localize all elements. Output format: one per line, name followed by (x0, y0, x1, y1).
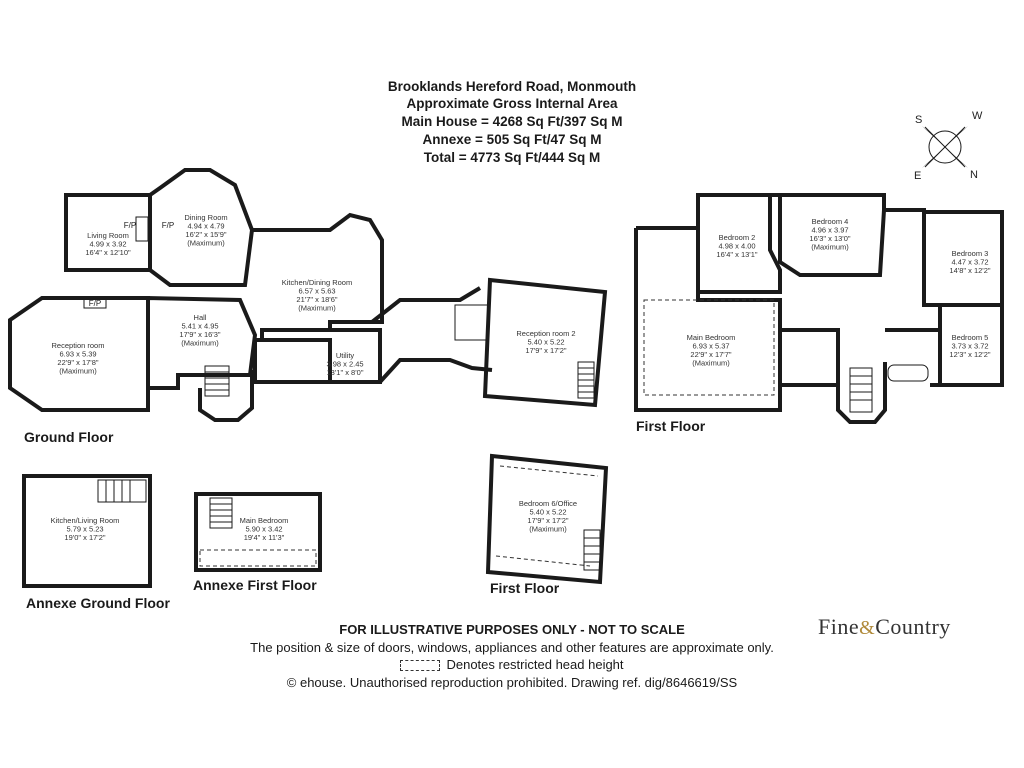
room-label-utility-0: Utility (336, 351, 355, 360)
fireplace-label-living: F/P (124, 221, 136, 230)
area-main-house: Main House = 4268 Sq Ft/397 Sq M (401, 114, 623, 129)
logo-text-left: Fine (818, 614, 860, 639)
compass-rose: S W E N (914, 110, 983, 182)
annexe-ground-floor-plan (22, 474, 152, 588)
room-label-living-2: 16'4" x 12'10" (85, 248, 131, 257)
first-floor-small-plan (485, 453, 609, 585)
fine-and-country-logo: Fine&Country (818, 614, 1008, 648)
room-label-bedroom4-0: Bedroom 4 (812, 217, 849, 226)
room-label-kitchen-0: Kitchen/Dining Room (282, 278, 352, 287)
room-label-annexe-bed-2: 19'4" x 11'3" (244, 533, 285, 542)
label-annexe-first-floor: Annexe First Floor (193, 577, 317, 593)
room-label-reception2-2: 17'9" x 17'2" (525, 346, 566, 355)
area-total: Total = 4773 Sq Ft/444 Sq M (423, 150, 601, 165)
room-label-main-bed-2: 22'9" x 17'7" (690, 350, 731, 359)
fireplace-label-reception: F/P (89, 299, 101, 308)
room-label-bedroom2-2: 16'4" x 13'1" (716, 250, 757, 259)
dashed-legend-swatch (400, 660, 441, 672)
room-label-bedroom5-0: Bedroom 5 (952, 333, 989, 342)
room-label-living-0: Living Room (87, 231, 129, 240)
disclaimer-text: The position & size of doors, windows, a… (250, 640, 774, 655)
room-label-annexe-kitchen-2: 19'0" x 17'2" (64, 533, 105, 542)
label-annexe-ground-floor: Annexe Ground Floor (26, 595, 170, 611)
room-label-utility-1: 3.98 x 2.45 (326, 360, 363, 369)
plan-subtitle: Approximate Gross Internal Area (406, 96, 618, 111)
room-label-reception1-3: (Maximum) (59, 367, 97, 376)
room-label-bedroom3-0: Bedroom 3 (952, 249, 989, 258)
fireplace-label-dining: F/P (162, 221, 174, 230)
first-floor-plan (634, 193, 1004, 424)
room-label-bedroom6-3: (Maximum) (529, 525, 567, 534)
plan-title: Brooklands Hereford Road, Monmouth (387, 79, 637, 94)
logo-ampersand: & (859, 617, 876, 639)
room-label-reception1-0: Reception room (52, 341, 105, 350)
room-label-main-bed-3: (Maximum) (692, 359, 730, 368)
room-label-bedroom3-2: 14'8" x 12'2" (949, 266, 990, 275)
room-label-dining-3: (Maximum) (187, 239, 225, 248)
room-label-reception1-2: 22'9" x 17'8" (57, 358, 98, 367)
room-label-dining-0: Dining Room (184, 213, 227, 222)
room-label-annexe-bed-0: Main Bedroom (240, 516, 289, 525)
copyright-text: © ehouse. Unauthorised reproduction proh… (286, 675, 738, 690)
area-annexe: Annexe = 505 Sq Ft/47 Sq M (422, 132, 602, 147)
room-label-bedroom6-0: Bedroom 6/Office (519, 499, 577, 508)
room-label-bedroom6-1: 5.40 x 5.22 (529, 508, 566, 517)
label-first-floor-small: First Floor (490, 580, 560, 596)
room-label-bedroom6-2: 17'9" x 17'2" (527, 516, 568, 525)
restricted-head-height-legend: Denotes restricted head height (0, 657, 1024, 672)
compass-e: E (914, 170, 921, 182)
room-label-dining-1: 4.94 x 4.79 (187, 222, 224, 231)
ground-floor-plan: F/P F/P F/P (8, 168, 608, 422)
room-label-hall-0: Hall (194, 313, 207, 322)
room-label-annexe-bed-1: 5.90 x 3.42 (245, 525, 282, 534)
logo-text-right: Country (875, 614, 951, 639)
room-label-main-bed-1: 6.93 x 5.37 (692, 342, 729, 351)
room-label-kitchen-3: (Maximum) (298, 304, 336, 313)
room-label-hall-3: (Maximum) (181, 339, 219, 348)
room-label-annexe-kitchen-0: Kitchen/Living Room (51, 516, 120, 525)
room-label-reception1-1: 6.93 x 5.39 (59, 350, 96, 359)
room-label-bedroom5-2: 12'3" x 12'2" (949, 350, 990, 359)
room-label-hall-2: 17'9" x 16'3" (179, 330, 220, 339)
annexe-first-floor-plan (194, 492, 322, 572)
label-ground-floor: Ground Floor (24, 429, 114, 445)
label-first-floor: First Floor (636, 418, 706, 434)
room-label-bedroom4-2: 16'3" x 13'0" (809, 234, 850, 243)
room-label-living-1: 4.99 x 3.92 (89, 240, 126, 249)
room-label-kitchen-2: 21'7" x 18'6" (296, 295, 337, 304)
compass-n: N (970, 169, 978, 181)
room-label-bedroom5-1: 3.73 x 3.72 (951, 342, 988, 351)
room-label-bedroom4-1: 4.96 x 3.97 (811, 226, 848, 235)
compass-w: W (972, 110, 983, 122)
room-label-reception2-1: 5.40 x 5.22 (527, 338, 564, 347)
room-label-hall-1: 5.41 x 4.95 (181, 322, 218, 331)
room-label-bedroom2-1: 4.98 x 4.00 (718, 242, 755, 251)
room-label-bedroom3-1: 4.47 x 3.72 (951, 258, 988, 267)
room-label-bedroom2-0: Bedroom 2 (719, 233, 756, 242)
room-label-utility-2: 13'1" x 8'0" (327, 368, 364, 377)
legend-text: Denotes restricted head height (446, 657, 624, 672)
room-label-kitchen-1: 6.57 x 5.63 (298, 287, 335, 296)
compass-s: S (915, 114, 922, 126)
room-label-annexe-kitchen-1: 5.79 x 5.23 (66, 525, 103, 534)
room-label-dining-2: 16'2" x 15'9" (185, 230, 226, 239)
room-label-bedroom4-3: (Maximum) (811, 243, 849, 252)
disclaimer-heading: FOR ILLUSTRATIVE PURPOSES ONLY - NOT TO … (339, 622, 685, 637)
room-label-main-bed-0: Main Bedroom (687, 333, 736, 342)
room-label-reception2-0: Reception room 2 (516, 329, 575, 338)
